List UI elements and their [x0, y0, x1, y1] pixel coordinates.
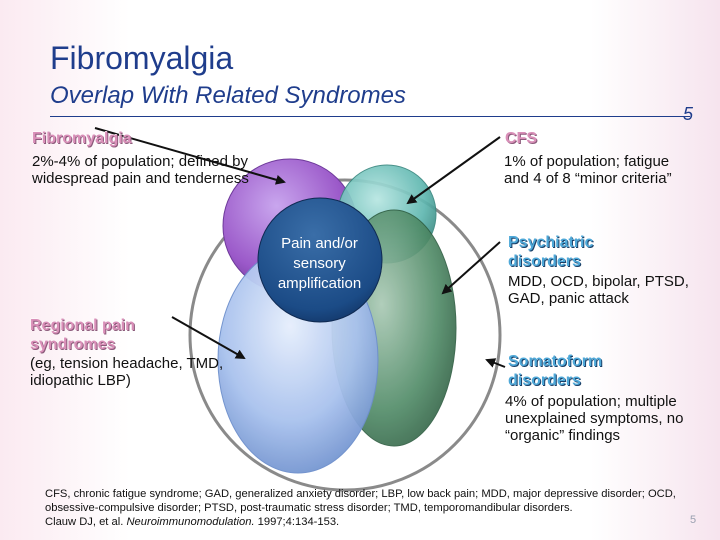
amplification-label: Pain and/or sensory amplification	[277, 235, 362, 292]
cfs-description: 1% of population; fatigue and 4 of 8 “mi…	[504, 153, 672, 187]
slide-number-footer: 5	[690, 514, 697, 526]
amplification-circle	[257, 197, 383, 323]
slide-number: 5	[683, 104, 694, 124]
somatoform-ring	[188, 178, 502, 492]
somatoform-heading: Somatoform disorders	[508, 353, 603, 389]
psychiatric-description: MDD, OCD, bipolar, PTSD, GAD, panic atta…	[508, 273, 689, 307]
cfs-heading: CFS	[505, 130, 537, 147]
footnote-abbreviations: CFS, chronic fatigue syndrome; GAD, gene…	[45, 488, 676, 514]
somatoform-arrow	[485, 358, 506, 368]
citation-authors: Clauw DJ, et al.	[45, 516, 124, 528]
psychiatric-arrow	[441, 241, 501, 295]
fibromyalgia-heading: Fibromyalgia	[32, 130, 132, 147]
title-divider	[50, 116, 690, 117]
somatoform-description: 4% of population; multiple unexplained s…	[505, 393, 684, 444]
regional-heading: Regional pain syndromes	[30, 317, 135, 353]
citation-detail: 1997;4:134-153.	[257, 516, 340, 528]
fibromyalgia-description: 2%-4% of population; defined by widespre…	[32, 153, 249, 187]
regional-arrow	[171, 316, 246, 359]
psychiatric-heading: Psychiatric disorders	[508, 234, 594, 270]
page-subtitle: Overlap With Related Syndromes	[50, 82, 406, 109]
citation-journal: Neuroimmunomodulation.	[126, 516, 255, 528]
page-title: Fibromyalgia	[50, 40, 234, 76]
fibromyalgia-arrow	[94, 127, 286, 185]
cfs-arrow	[406, 136, 501, 205]
regional-description: (eg, tension headache, TMD, idiopathic L…	[30, 355, 224, 389]
footnote: CFS, chronic fatigue syndrome; GAD, gene…	[45, 487, 695, 529]
